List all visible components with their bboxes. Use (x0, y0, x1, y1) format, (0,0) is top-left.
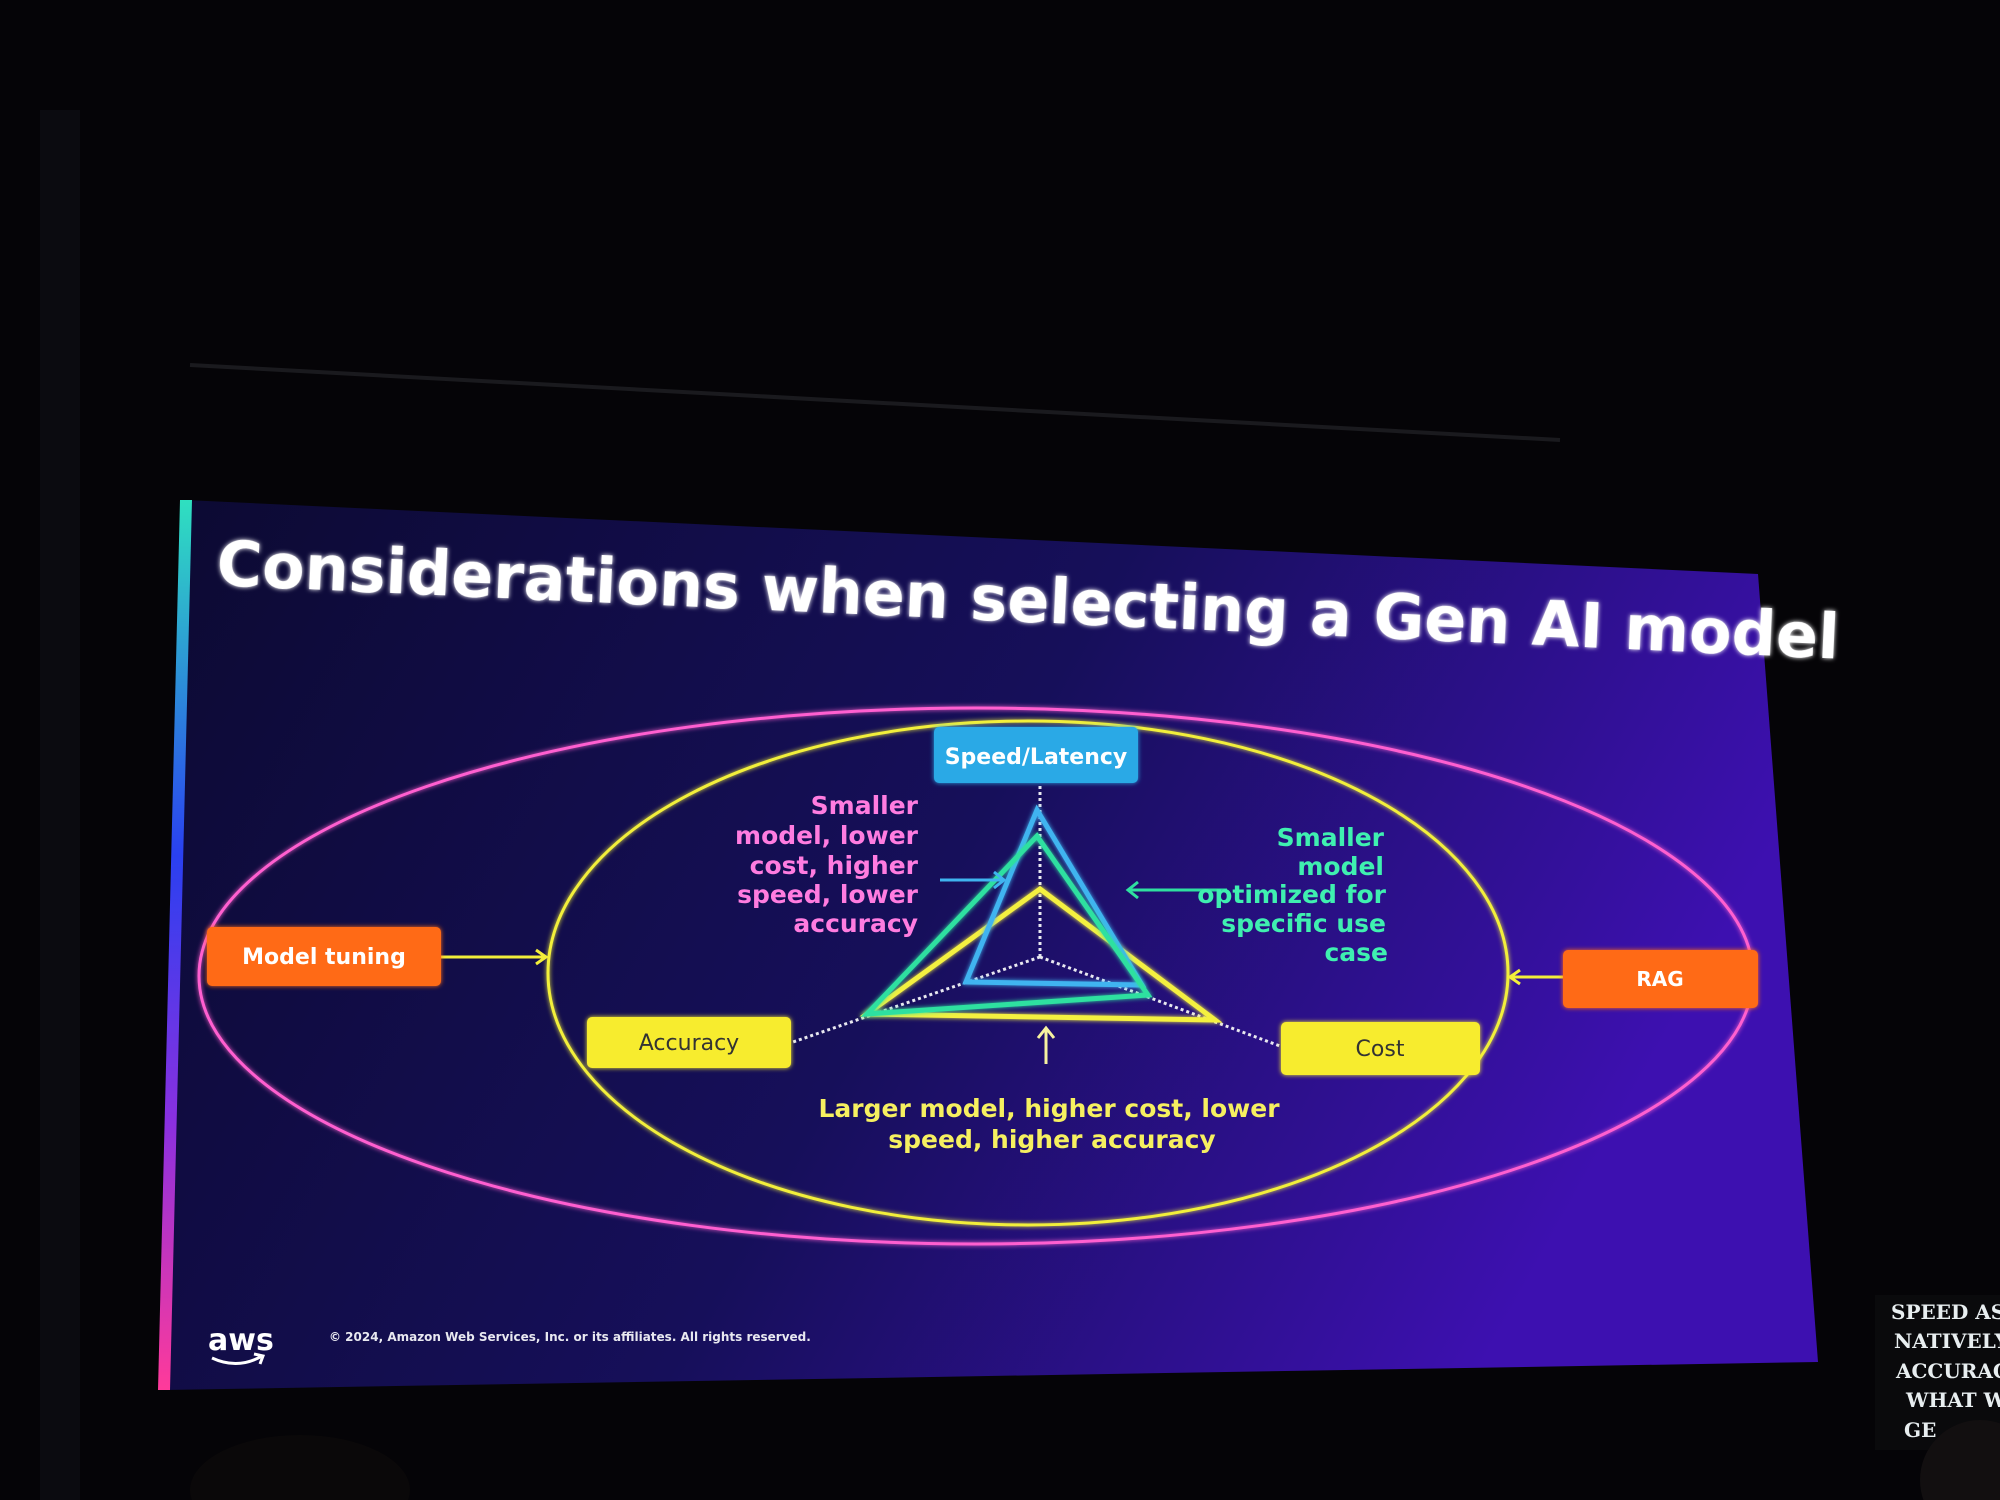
slide-background (163, 500, 1818, 1390)
monitor-line: NATIVELY (1894, 1329, 2000, 1353)
annotation-optimized-model: Smaller model optimized for specific use… (1197, 823, 1388, 967)
annotation-line: speed, higher accuracy (888, 1125, 1215, 1154)
monitor-line: GE (1904, 1418, 1936, 1442)
triangle-axes (792, 785, 1281, 1048)
annotation-line: cost, higher (750, 851, 919, 880)
audience-head (190, 1435, 410, 1500)
annotation-line: Smaller (1277, 823, 1385, 852)
annotation-line: speed, lower (737, 880, 919, 909)
accuracy-axis (792, 955, 1041, 1044)
truss-bar (189, 363, 1561, 442)
cost-axis (1039, 955, 1281, 1048)
pillar (40, 110, 80, 1500)
annotation-line: model (1297, 852, 1384, 881)
arrow-up-icon (1036, 1025, 1056, 1064)
annotation-large-model: Larger model, higher cost, lower speed, … (818, 1094, 1280, 1154)
monitor-line: WHAT W (1905, 1388, 2000, 1412)
annotation-line: Larger model, higher cost, lower (818, 1094, 1280, 1123)
node-cost-label: Cost (1356, 1037, 1405, 1062)
arrow-left-icon (1125, 880, 1227, 900)
node-cost: Cost (1281, 1022, 1480, 1075)
yellow-triangle-large-model (859, 885, 1223, 1023)
node-speed-label: Speed/Latency (945, 745, 1128, 770)
side-monitor-text: SPEED AS NATIVELY ACCURAC WHAT W GE (1891, 1300, 2000, 1442)
aws-logo: aws (208, 1323, 274, 1365)
annotation-line: model, lower (735, 821, 919, 850)
arrow-left-icon (1507, 968, 1563, 986)
arrow-right-icon (441, 948, 549, 966)
node-model-tuning: Model tuning (207, 927, 441, 986)
node-rag: RAG (1563, 950, 1758, 1008)
monitor-line: SPEED AS (1891, 1300, 2000, 1324)
inner-ellipse (546, 719, 1510, 1227)
aws-smile-icon (211, 1352, 266, 1365)
node-accuracy: Accuracy (587, 1017, 791, 1068)
node-accuracy-label: Accuracy (639, 1031, 739, 1056)
aws-logo-text: aws (208, 1323, 274, 1358)
green-triangle-optimized-model (860, 832, 1153, 1017)
node-model-tuning-label: Model tuning (242, 945, 406, 970)
audience-head (1920, 1420, 2000, 1500)
blue-triangle-small-model (962, 804, 1147, 988)
node-speed: Speed/Latency (934, 727, 1138, 783)
annotation-line: accuracy (793, 909, 918, 938)
copyright: © 2024, Amazon Web Services, Inc. or its… (329, 1330, 811, 1344)
annotation-line: Smaller (811, 791, 919, 820)
arrow-right-icon (940, 870, 1007, 890)
annotation-line: optimized for (1197, 880, 1386, 909)
node-rag-label: RAG (1636, 967, 1683, 991)
monitor-line: ACCURAC (1895, 1359, 2000, 1383)
annotation-line: case (1324, 938, 1388, 967)
annotation-line: specific use (1221, 909, 1386, 938)
annotation-small-model: Smaller model, lower cost, higher speed,… (735, 791, 919, 938)
slide-accent-bar (158, 500, 192, 1390)
